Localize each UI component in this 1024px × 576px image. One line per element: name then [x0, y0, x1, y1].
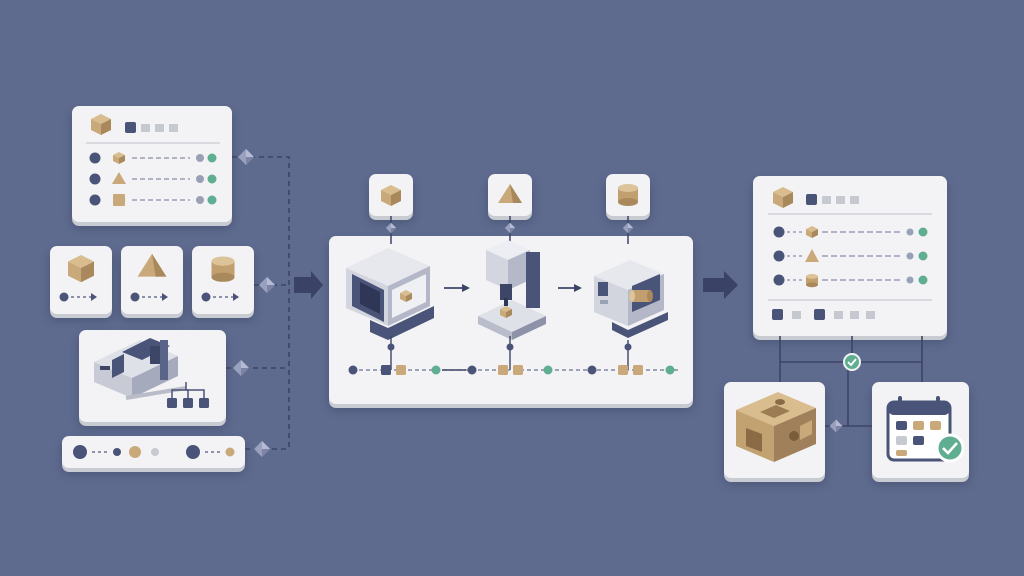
process-sequence — [348, 365, 680, 375]
input-row-1 — [89, 152, 217, 164]
lathe-machine-icon — [594, 260, 668, 338]
input-sequence — [73, 445, 235, 459]
output-row-2 — [773, 249, 928, 262]
machined-part-icon — [736, 392, 816, 462]
factory-conveyor-icon — [94, 338, 187, 400]
calendar-icon — [886, 396, 965, 463]
input-row-3 — [89, 194, 217, 206]
cnc-machine-icon — [346, 248, 434, 340]
output-row-3 — [773, 274, 928, 288]
output-row-1 — [773, 226, 928, 238]
check-circle-icon — [843, 353, 861, 371]
input-row-2 — [89, 172, 217, 185]
drill-press-icon — [478, 240, 546, 340]
